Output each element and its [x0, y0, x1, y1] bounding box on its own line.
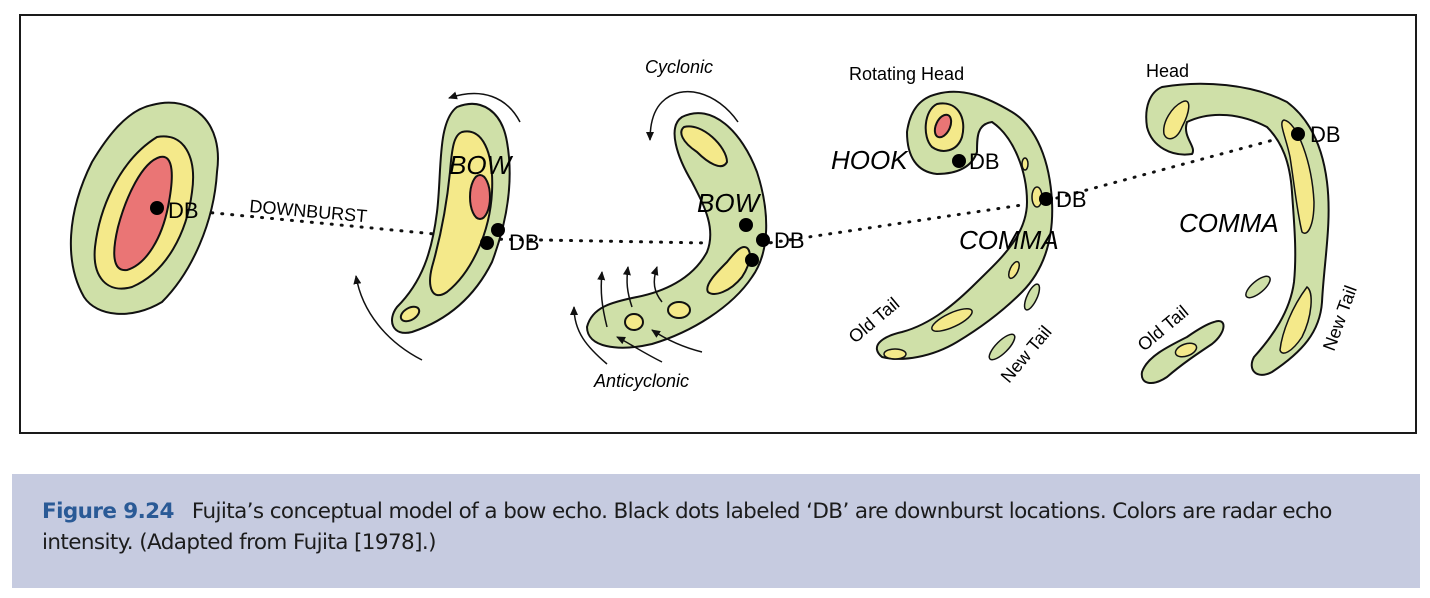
anticyclonic-arrow [622, 266, 633, 308]
echo-moderate-cell [1021, 157, 1029, 171]
echo-stage-5: Head DB COMMA Old Tail New Tail [1134, 61, 1361, 384]
downburst-dot [1291, 127, 1305, 141]
rotation-arrow [353, 275, 423, 361]
echo-strong-region [113, 155, 173, 272]
echo-moderate-region [1163, 100, 1190, 140]
echo-strong-region [933, 113, 953, 139]
new-tail-label: New Tail [1319, 283, 1361, 353]
db-label: DB [168, 198, 199, 223]
downburst-label: DOWNBURST [249, 196, 368, 226]
echo-moderate-cell [624, 313, 644, 331]
caption-figure-number: Figure 9.24 [42, 499, 174, 524]
echo-weak-cell [1245, 275, 1271, 299]
echo-moderate-region [1279, 285, 1312, 354]
hook-label: HOOK [831, 145, 909, 175]
new-tail-label: New Tail [997, 322, 1056, 387]
downburst-dot [952, 154, 966, 168]
comma-label: COMMA [1179, 208, 1279, 238]
echo-moderate-cell [1174, 342, 1198, 358]
echo-moderate-cell [931, 307, 973, 333]
echo-moderate-cell [883, 348, 907, 360]
bow-echo-diagram: DB DOWNBURST BOW DB BOW DB [69, 57, 1361, 391]
echo-strong-region [469, 174, 491, 220]
db-label: DB [509, 230, 540, 255]
anticyclonic-arrow [597, 271, 608, 328]
bow-label: BOW [697, 188, 762, 218]
echo-stage-4: Rotating Head HOOK DB DB COMMA Old Tail … [831, 64, 1087, 387]
echo-weak-region [1145, 82, 1330, 376]
echo-stage-2: BOW DB [353, 91, 540, 361]
downburst-dot [745, 253, 759, 267]
figure-panel: DB DOWNBURST BOW DB BOW DB [19, 14, 1417, 434]
downburst-dot [1039, 192, 1053, 206]
cyclonic-label: Cyclonic [645, 57, 713, 77]
downburst-dot [491, 223, 505, 237]
anticyclonic-arrow [650, 266, 663, 303]
echo-weak-cell [1023, 283, 1041, 311]
echo-moderate-region [1281, 119, 1315, 234]
db-label: DB [1310, 122, 1341, 147]
downburst-dot [756, 233, 770, 247]
head-label: Head [1146, 61, 1189, 81]
echo-moderate-region [429, 130, 494, 297]
anticyclonic-arrow [570, 306, 608, 365]
echo-moderate-cell [667, 301, 691, 319]
db-label: DB [774, 228, 805, 253]
anticyclonic-arrow [616, 336, 663, 363]
caption-text: Fujita’s conceptual model of a bow echo.… [42, 499, 1332, 555]
echo-stage-3: BOW DB Cyclonic Anticyclonic [570, 57, 805, 391]
anticyclonic-arrow [651, 329, 703, 353]
db-label: DB [1056, 187, 1087, 212]
downburst-dot [150, 201, 164, 215]
rotating-head-label: Rotating Head [849, 64, 964, 84]
anticyclonic-label: Anticyclonic [593, 371, 689, 391]
db-label: DB [969, 149, 1000, 174]
echo-moderate-region [680, 125, 729, 168]
cyclonic-arrow [646, 90, 739, 141]
bow-label: BOW [449, 150, 514, 180]
echo-weak-cell [988, 333, 1016, 361]
downburst-dot [739, 218, 753, 232]
echo-moderate-cell [1007, 260, 1021, 280]
echo-stage-1: DB DOWNBURST [69, 101, 368, 315]
downburst-dot [480, 236, 494, 250]
echo-moderate-cell [399, 305, 421, 323]
comma-label: COMMA [959, 225, 1059, 255]
rotation-arrow [448, 91, 521, 123]
